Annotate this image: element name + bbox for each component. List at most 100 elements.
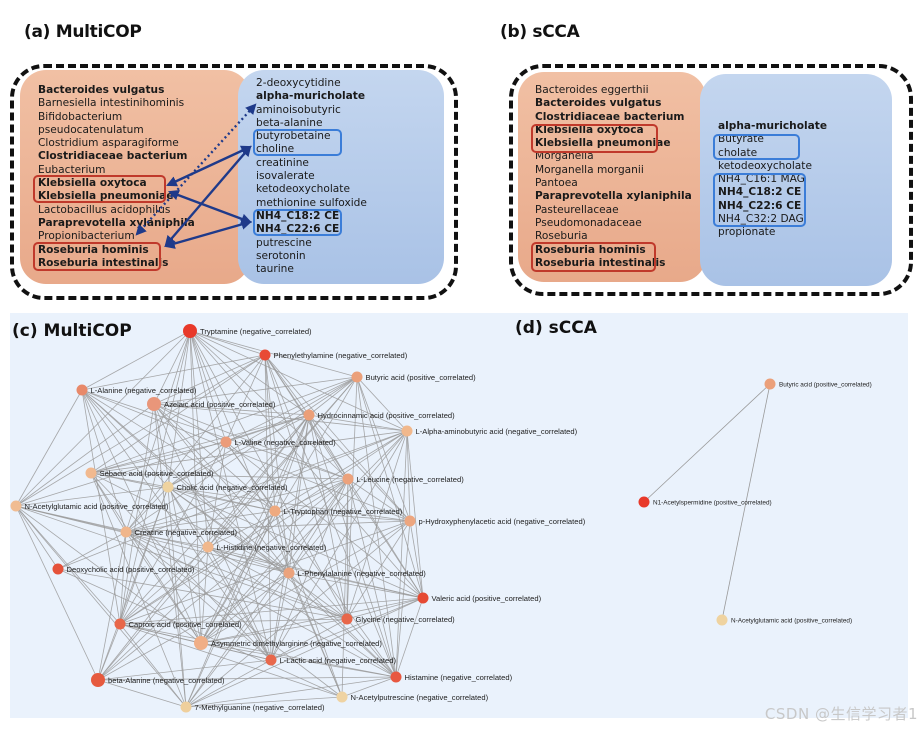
node-label: beta-Alanine (negative_correlated) xyxy=(108,676,225,685)
network-node: N-Acetylglutamic acid (positive_correlat… xyxy=(716,614,852,626)
network-edge xyxy=(125,531,209,548)
list-item: Roseburia hominis xyxy=(535,243,646,256)
network-edge xyxy=(97,676,397,681)
network-edge xyxy=(225,441,424,599)
network-edge xyxy=(90,472,127,533)
network-node: Deoxycholic acid (positive_correlated) xyxy=(52,563,195,575)
network-edge xyxy=(97,510,276,681)
network-edge xyxy=(125,478,349,533)
list-item: Roseburia xyxy=(535,230,588,243)
node-label: p-Hydroxyphenylacetic acid (negative_cor… xyxy=(419,517,586,526)
node-label: N1-Acetylspermidine (positive_correlated… xyxy=(653,499,772,506)
list-item: taurine xyxy=(256,263,294,276)
watermark: CSDN @生信学习者1 xyxy=(764,705,918,723)
list-item: Butyrate xyxy=(718,133,764,146)
network-edge xyxy=(200,618,348,644)
network-node: Histamine (negative_correlated) xyxy=(390,671,513,683)
network-node: N1-Acetylspermidine (positive_correlated… xyxy=(638,496,772,508)
network-edge xyxy=(119,546,209,625)
network-edge xyxy=(125,430,408,533)
network-node: Azelaic acid (positive_correlated) xyxy=(147,397,276,411)
network-edge xyxy=(189,330,202,644)
network-edge xyxy=(97,376,358,681)
network-edge xyxy=(347,478,424,599)
node-circle xyxy=(336,691,348,703)
list-item: Bacteroides vulgatus xyxy=(38,84,165,96)
list-item: Bacteroides vulgatus xyxy=(535,97,662,110)
panel-c-edges xyxy=(15,330,424,708)
network-edge xyxy=(189,330,343,698)
network-edge xyxy=(347,478,397,678)
node-label: N-Acetylglutamic acid (positive_correlat… xyxy=(731,617,852,624)
network-edge xyxy=(153,403,349,480)
network-edge xyxy=(15,505,99,681)
network-edge xyxy=(119,623,187,708)
network-edge xyxy=(395,430,408,678)
list-item: NH4_C18:2 CE xyxy=(256,209,340,222)
node-label: Hydrocinnamic acid (positive_correlated) xyxy=(318,411,456,420)
network-edge xyxy=(90,472,202,644)
network-edge xyxy=(153,403,276,512)
node-circle xyxy=(202,541,214,553)
network-edge xyxy=(185,572,290,708)
network-edge xyxy=(90,430,408,474)
network-edge xyxy=(185,696,343,708)
network-edge xyxy=(356,376,411,522)
network-edge xyxy=(308,414,397,678)
network-edge xyxy=(153,403,408,432)
network-edge xyxy=(90,472,349,480)
network-edge xyxy=(643,383,771,503)
network-edge xyxy=(125,330,191,533)
list-item: Pseudomonadaceae xyxy=(535,216,642,229)
network-edge xyxy=(153,403,272,661)
network-node: L-Leucine (negative_correlated) xyxy=(342,473,465,485)
network-edge xyxy=(15,505,202,644)
node-circle xyxy=(147,397,161,411)
network-edge xyxy=(15,505,121,625)
network-edge xyxy=(200,510,276,644)
network-edge xyxy=(90,472,187,708)
node-circle xyxy=(220,436,232,448)
network-node: L-Valine (negative_correlated) xyxy=(220,436,336,448)
node-label: L-Phenylalanine (negative_correlated) xyxy=(298,569,427,578)
list-item: butyrobetaine xyxy=(256,130,331,143)
network-node: Tryptamine (negative_correlated) xyxy=(183,324,312,338)
node-circle xyxy=(120,526,132,538)
network-edge xyxy=(185,414,310,708)
network-edge xyxy=(200,572,290,644)
network-edge xyxy=(200,520,411,644)
network-edge xyxy=(346,618,397,678)
list-item: Bifidobacterium xyxy=(38,110,123,123)
node-label: N-Acetylglutamic acid (positive_correlat… xyxy=(25,502,169,511)
network-edge xyxy=(81,389,127,533)
node-label: 7-Methylguanine (negative_correlated) xyxy=(195,703,325,712)
panel-b-butyrate-cholate-highlight xyxy=(713,134,800,160)
network-edge xyxy=(57,568,348,620)
list-item: putrescine xyxy=(256,236,312,249)
network-edge xyxy=(167,441,227,488)
network-edge xyxy=(185,597,424,708)
node-label: Creatine (negative_correlated) xyxy=(135,528,238,537)
network-edge xyxy=(153,354,266,405)
network-edge xyxy=(167,486,411,522)
network-edge xyxy=(356,376,424,599)
network-edge xyxy=(167,330,191,488)
node-label: L-Leucine (negative_correlated) xyxy=(357,475,465,484)
network-edge xyxy=(153,403,227,443)
node-circle xyxy=(162,481,174,493)
list-item: Propionibacterium xyxy=(38,230,135,243)
list-item: Bacteroides eggerthii xyxy=(535,84,649,96)
network-edge xyxy=(200,597,424,644)
list-item: serotonin xyxy=(256,249,306,262)
panel-b-nh4-lipid-highlight xyxy=(713,173,806,227)
network-edge xyxy=(125,510,276,533)
network-edge xyxy=(225,354,266,443)
network-edge xyxy=(264,354,310,416)
network-edge xyxy=(153,330,191,405)
list-item: Roseburia hominis xyxy=(38,243,149,256)
network-node: L-Histidine (negative_correlated) xyxy=(202,541,327,553)
panel-a-title: (a) MultiCOP xyxy=(24,22,142,42)
list-item: creatinine xyxy=(256,156,309,169)
